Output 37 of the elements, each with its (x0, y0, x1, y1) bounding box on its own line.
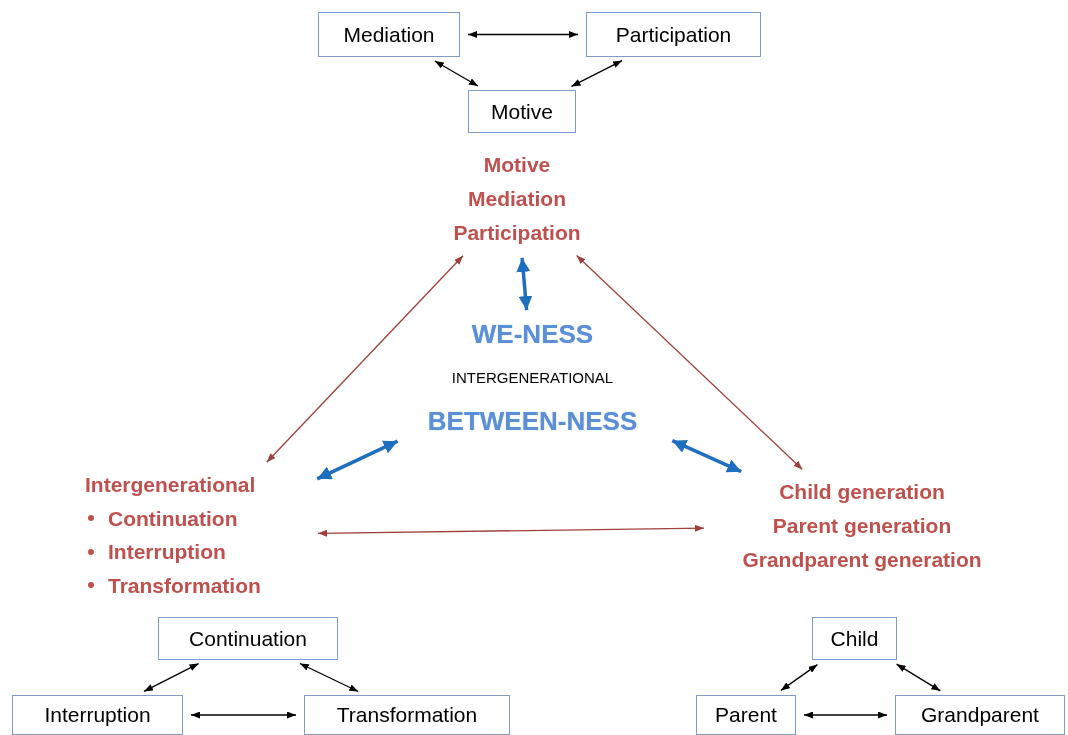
concept-text: Motive (483, 152, 551, 178)
double-arrow (316, 439, 399, 481)
double-arrow (467, 31, 579, 38)
double-arrow (143, 663, 200, 692)
concept-box: Interruption (12, 695, 183, 735)
list-item-text: Interruption (108, 539, 226, 565)
concept-heading: Intergenerational (85, 472, 257, 498)
double-arrow (299, 662, 359, 693)
concept-box: Mediation (318, 12, 460, 57)
double-arrow (803, 711, 888, 719)
double-arrow (516, 257, 533, 311)
list-item-text: Continuation (108, 505, 238, 532)
concept-box: Parent (696, 695, 796, 735)
double-arrow (317, 524, 705, 537)
list-item-text: Transformation (108, 572, 261, 599)
double-arrow (780, 663, 819, 692)
double-arrow (266, 255, 464, 463)
double-arrow (671, 439, 742, 474)
double-arrow (570, 59, 623, 88)
double-arrow (575, 254, 804, 471)
concept-box: Grandparent (895, 695, 1065, 735)
concept-heading: WE-NESS (471, 318, 594, 351)
concept-text: Child generation (779, 479, 945, 505)
concept-box: Transformation (304, 695, 510, 735)
concept-text: Grandparent generation (742, 547, 982, 573)
concept-text: Mediation (468, 186, 566, 212)
concept-heading: BETWEEN-NESS (427, 405, 638, 438)
double-arrow (190, 711, 297, 719)
concept-text: Participation (453, 220, 581, 246)
double-arrow (434, 60, 479, 87)
concept-text: Parent generation (772, 513, 952, 539)
concept-box: Continuation (158, 617, 338, 660)
concept-box: Participation (586, 12, 761, 57)
concept-box: Child (812, 617, 897, 660)
double-arrow (895, 663, 941, 692)
concept-box: Motive (468, 90, 576, 133)
subtitle-text: INTERGENERATIONAL (451, 368, 614, 388)
